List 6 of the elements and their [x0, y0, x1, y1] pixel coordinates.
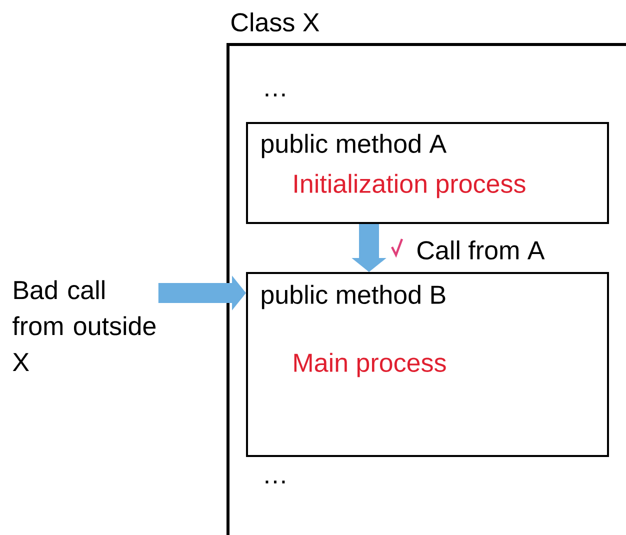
- ellipsis: …: [266, 480, 285, 484]
- method-box: public method B Main process: [246, 272, 609, 457]
- edge-label: Call from A: [415, 239, 546, 261]
- method-box: public method A Initialization process: [246, 122, 609, 224]
- ellipsis: …: [266, 94, 285, 96]
- note-text: Bad call from outside X: [12, 280, 156, 372]
